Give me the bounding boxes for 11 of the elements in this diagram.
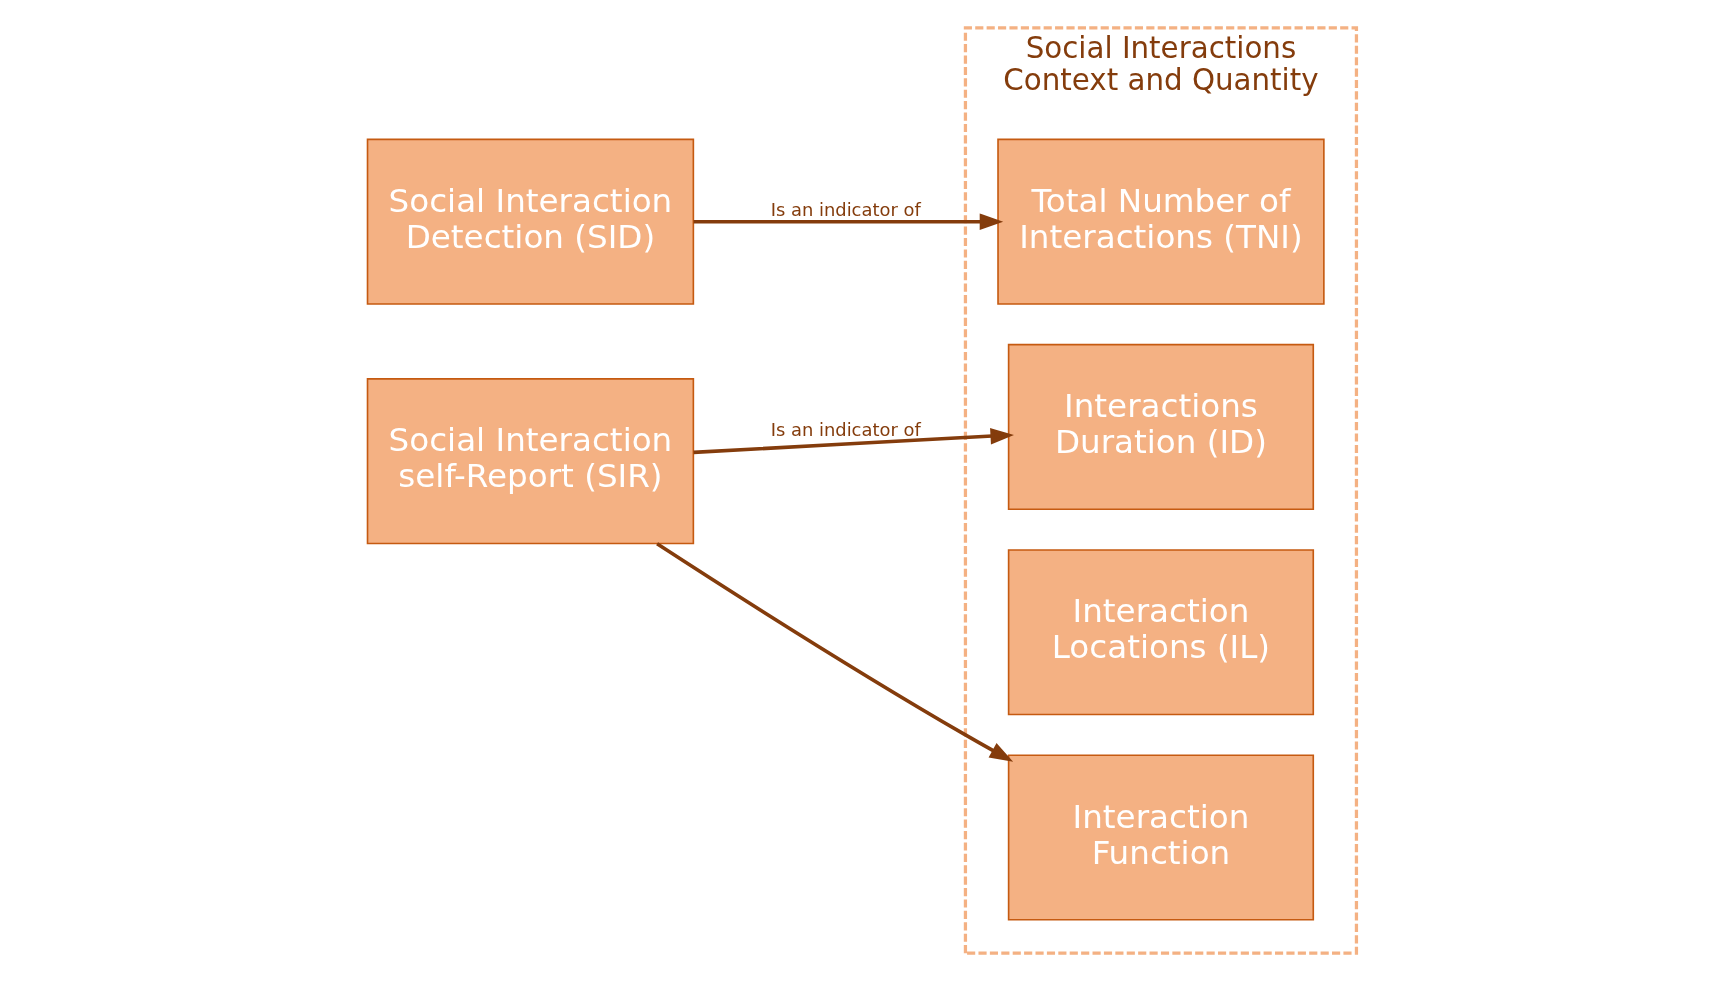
arrow [693,427,1014,455]
node-box: Interaction Locations (IL) [1007,549,1314,716]
arrow [655,542,1013,762]
edge-label: Is an indicator of [770,419,921,441]
node-box: Interactions Duration (ID) [1007,343,1314,511]
node-box: Interaction Function [1007,754,1314,921]
node-box: Social Interaction Detection (SID) [366,138,694,305]
node-box: Social Interaction self-Report (SIR) [366,378,694,545]
node-box: Total Number of Interactions (TNI) [996,138,1325,305]
edge-label: Is an indicator of [770,199,921,221]
arrow [693,213,1003,230]
